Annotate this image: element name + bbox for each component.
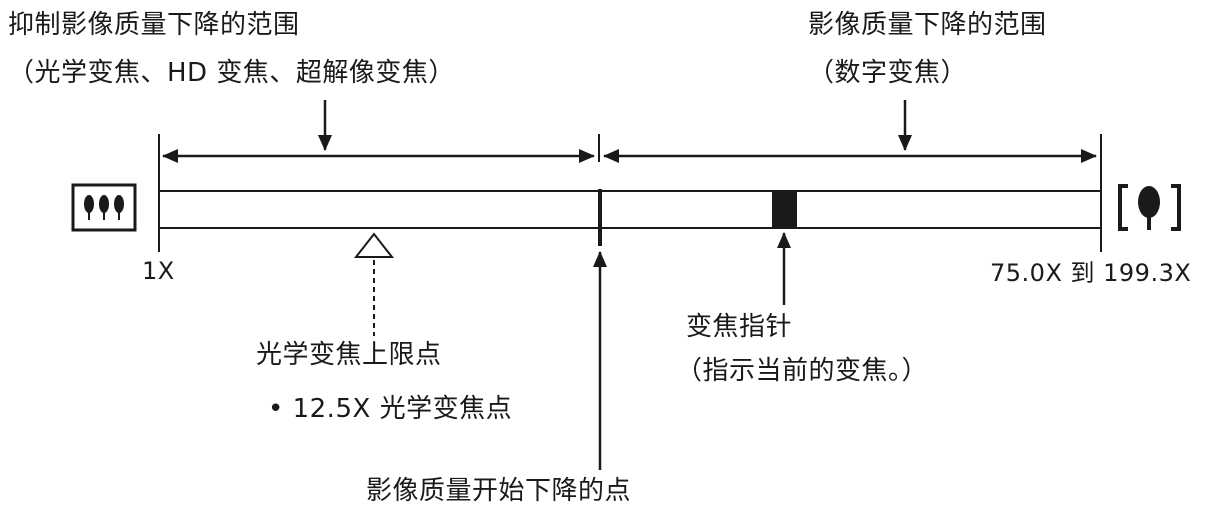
telephoto-tree-icon	[1118, 184, 1181, 231]
zoom-bar	[158, 190, 1102, 229]
zoom-pointer-detail: （指示当前的变焦。）	[676, 356, 929, 386]
scale-min-label: 1X	[142, 257, 175, 285]
suppressed-range-detail: （光学变焦、HD 变焦、超解像变焦）	[8, 58, 455, 88]
zoom-pointer-block	[772, 191, 797, 228]
suppressed-range-title: 抑制影像质量下降的范围	[8, 10, 300, 40]
scale-max-label: 75.0X 到 199.3X	[990, 259, 1192, 287]
zoom-pointer-title: 变焦指针	[686, 312, 793, 342]
optical-limit-triangle	[353, 232, 395, 258]
degraded-range-detail: （数字变焦）	[808, 58, 968, 88]
degraded-range-title: 影像质量下降的范围	[808, 10, 1047, 40]
wide-angle-trees-icon	[71, 183, 137, 232]
degradation-start-title: 影像质量开始下降的点	[366, 476, 632, 506]
optical-limit-title: 光学变焦上限点	[256, 340, 442, 370]
optical-limit-bullet: • 12.5X 光学变焦点	[268, 394, 513, 424]
